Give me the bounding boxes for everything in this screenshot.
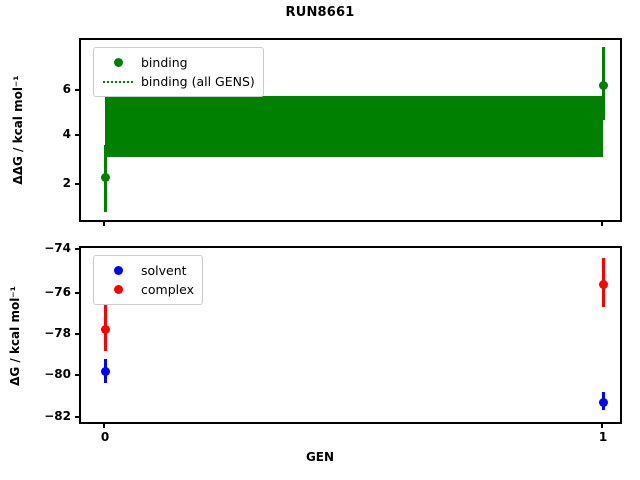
top-legend[interactable]: binding binding (all GENS) bbox=[93, 47, 264, 97]
legend-label-solvent: solvent bbox=[141, 263, 187, 278]
legend-item-binding[interactable]: binding bbox=[101, 53, 255, 72]
top-ytick-label-2: 2 bbox=[62, 176, 71, 190]
legend-label-binding-all-gens: binding (all GENS) bbox=[141, 74, 255, 89]
marker-binding-gen0 bbox=[100, 172, 110, 182]
top-ytick-label-4: 4 bbox=[62, 127, 71, 141]
legend-dot-icon-binding bbox=[101, 58, 135, 67]
bottom-ytick-label-m74: −74 bbox=[44, 241, 71, 255]
top-ytick-mark-4 bbox=[75, 134, 79, 136]
top-xtick-mark-1 bbox=[601, 222, 603, 226]
bottom-ytick-label-m82: −82 bbox=[44, 409, 71, 423]
legend-label-complex: complex bbox=[141, 282, 194, 297]
marker-binding-gen1 bbox=[598, 80, 608, 90]
bottom-ytick-mark-m76 bbox=[75, 292, 79, 294]
legend-item-complex[interactable]: complex bbox=[101, 280, 194, 299]
bottom-ytick-mark-m78 bbox=[75, 333, 79, 335]
marker-solvent-gen1 bbox=[598, 397, 608, 407]
top-plot-axes: binding binding (all GENS) bbox=[79, 38, 622, 222]
bottom-ytick-label-m76: −76 bbox=[44, 285, 71, 299]
legend-dot-icon-complex bbox=[101, 285, 135, 294]
marker-complex-gen0 bbox=[100, 324, 110, 334]
bottom-ytick-mark-m80 bbox=[75, 374, 79, 376]
binding-all-gens-band bbox=[105, 96, 603, 157]
xtick-label-0: 0 bbox=[100, 430, 110, 444]
top-ytick-label-6: 6 bbox=[62, 82, 71, 96]
bottom-xtick-mark-1 bbox=[601, 424, 603, 428]
marker-solvent-gen0 bbox=[100, 366, 110, 376]
xaxis-title: GEN bbox=[305, 450, 335, 464]
xtick-label-1: 1 bbox=[598, 430, 608, 444]
bottom-plot-axes: solvent complex bbox=[79, 246, 622, 424]
bottom-legend[interactable]: solvent complex bbox=[93, 255, 203, 305]
legend-label-binding: binding bbox=[141, 55, 188, 70]
legend-item-binding-all-gens[interactable]: binding (all GENS) bbox=[101, 72, 255, 91]
marker-complex-gen1 bbox=[598, 279, 608, 289]
top-yaxis-title: ΔΔG / kcal mol⁻¹ bbox=[11, 75, 25, 185]
bottom-ytick-mark-m82 bbox=[75, 416, 79, 418]
top-xtick-mark-0 bbox=[103, 222, 105, 226]
top-ytick-mark-6 bbox=[75, 89, 79, 91]
bottom-xtick-mark-0 bbox=[103, 424, 105, 428]
figure-title: RUN8661 bbox=[285, 5, 355, 20]
legend-dot-icon-solvent bbox=[101, 266, 135, 275]
bottom-ytick-label-m80: −80 bbox=[44, 367, 71, 381]
bottom-ytick-label-m78: −78 bbox=[44, 326, 71, 340]
legend-dotted-line-icon-binding-all-gens bbox=[101, 80, 135, 83]
top-ytick-mark-2 bbox=[75, 183, 79, 185]
legend-item-solvent[interactable]: solvent bbox=[101, 261, 194, 280]
bottom-yaxis-title: ΔG / kcal mol⁻¹ bbox=[8, 286, 22, 386]
bottom-ytick-mark-m74 bbox=[75, 248, 79, 250]
